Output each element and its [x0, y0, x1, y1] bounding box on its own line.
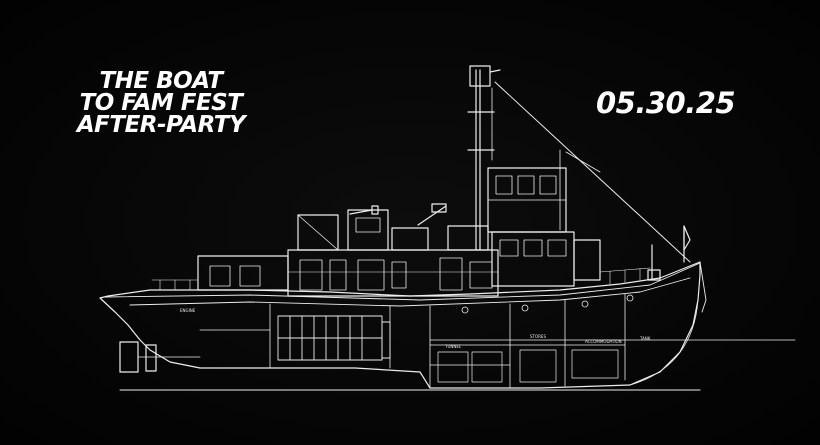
engine-block	[277, 315, 391, 361]
rudder	[119, 341, 139, 373]
portholes	[461, 294, 634, 314]
title-line-1: THE BOAT	[99, 68, 223, 94]
hull-inner	[129, 277, 691, 307]
label-engine: ENGINE	[180, 308, 196, 313]
event-date: 05.30.25	[596, 86, 736, 120]
wheelhouse	[347, 167, 601, 287]
title-line-2: TO FAM FEST	[79, 90, 243, 116]
title-line-3: AFTER-PARTY	[76, 112, 246, 138]
bow-stem	[699, 261, 707, 313]
event-title: THE BOAT TO FAM FEST AFTER-PARTY	[36, 68, 286, 138]
label-tunnel: TUNNEL	[444, 344, 462, 349]
crane-icon	[297, 203, 447, 251]
label-accommodation: ACCOMMODATION	[585, 339, 622, 344]
railings	[151, 267, 651, 291]
tanks	[437, 349, 619, 383]
mast-icon	[467, 65, 501, 251]
compartments	[199, 293, 626, 389]
deckhouse	[197, 249, 499, 297]
label-stores: STORES	[530, 334, 546, 339]
label-tank: TANK	[639, 336, 651, 341]
bow-mast-icon	[647, 225, 691, 281]
propeller	[145, 344, 157, 372]
deck-line	[104, 262, 701, 301]
hull-outline	[99, 261, 701, 389]
forestay	[494, 81, 691, 263]
keel-curve	[629, 299, 699, 386]
